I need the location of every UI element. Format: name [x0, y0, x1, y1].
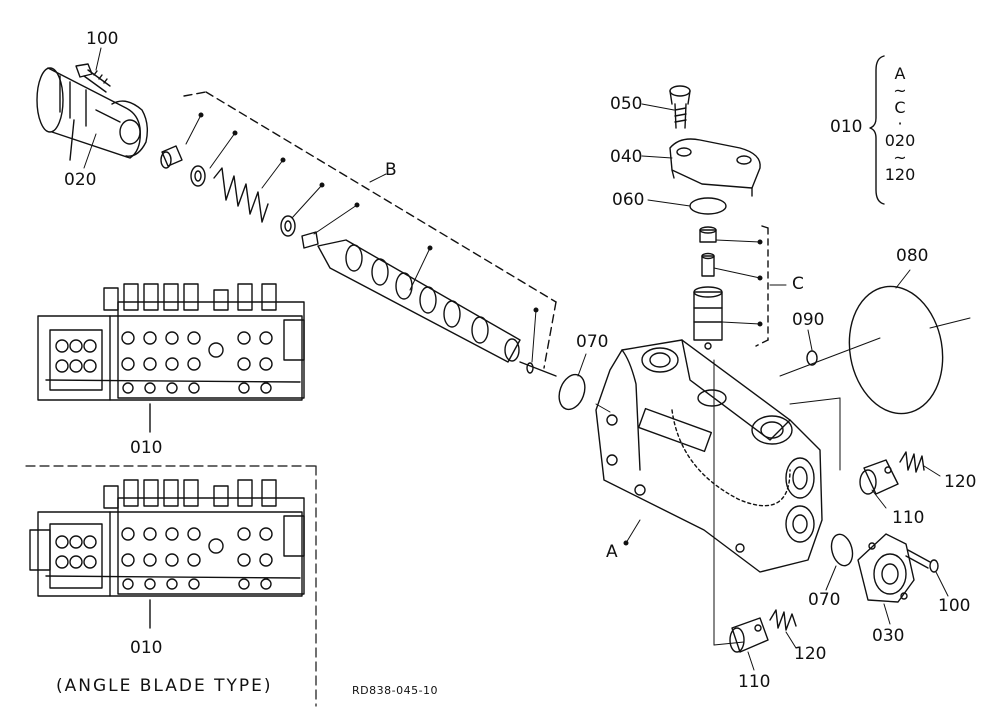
legend-line: ·	[897, 114, 903, 134]
part-label-010-upper: 010	[130, 438, 163, 458]
valve-assembly-view-upper	[37, 283, 305, 433]
part-label-100-right: 100	[938, 596, 971, 616]
part-label-050: 050	[610, 94, 643, 114]
legend-brace	[869, 55, 885, 205]
part-label-110-upper: 110	[892, 508, 925, 528]
part-label-040: 040	[610, 147, 643, 167]
part-label-060: 060	[612, 190, 645, 210]
legend-line: 020	[884, 131, 916, 151]
legend-line: A	[894, 64, 906, 83]
angle-blade-frame	[25, 465, 317, 707]
legend-stack: A ~ C · 020 ~ 120	[880, 64, 920, 184]
legend-line: ~	[893, 147, 907, 167]
part-label-120-upper: 120	[944, 472, 977, 492]
oring-090	[806, 350, 818, 366]
bracket-b	[183, 91, 557, 369]
drawing-code: RD838-045-10	[352, 684, 439, 697]
oring-080	[848, 285, 944, 415]
spring-120-lower	[769, 609, 797, 631]
cover-020	[36, 67, 149, 161]
bracket-c	[755, 225, 769, 347]
part-label-090: 090	[792, 310, 825, 330]
part-label-070-lower: 070	[808, 590, 841, 610]
group-label-c: C	[792, 274, 804, 294]
spring-120-upper	[899, 451, 925, 473]
body-leaders	[595, 317, 971, 646]
part-label-080: 080	[896, 246, 929, 266]
group-label-b: B	[385, 160, 397, 180]
cover-030	[857, 533, 915, 603]
part-label-070-upper: 070	[576, 332, 609, 352]
part-label-110-lower: 110	[738, 672, 771, 692]
part-label-030: 030	[872, 626, 905, 646]
oring-060	[689, 197, 727, 215]
part-label-010-lower: 010	[130, 638, 163, 658]
legend-line: 120	[884, 164, 916, 184]
poppet-110-upper	[859, 459, 899, 495]
legend-line: C	[894, 97, 906, 117]
legend-label: 010	[830, 117, 863, 137]
c-components	[693, 226, 723, 350]
part-label-100-top: 100	[86, 29, 119, 49]
label-leaders	[83, 47, 949, 671]
group-label-a: A	[606, 542, 618, 562]
oring-070-lower	[830, 533, 854, 567]
bolt-100-top	[75, 63, 111, 93]
poppet-110-lower	[729, 617, 769, 653]
oring-070-upper	[558, 373, 586, 411]
valve-assembly-view-lower	[29, 479, 305, 629]
spool-assembly-b	[160, 145, 557, 377]
bracket-b-leaders	[185, 112, 539, 363]
bolt-100-right	[905, 549, 939, 573]
part-label-120-lower: 120	[794, 644, 827, 664]
bracket-c-leaders	[713, 239, 787, 327]
bolt-050	[669, 85, 691, 129]
angle-blade-caption: (ANGLE BLADE TYPE)	[56, 676, 273, 696]
part-label-020: 020	[64, 170, 97, 190]
valve-body-a	[595, 339, 823, 573]
legend-line: ~	[893, 80, 907, 100]
plate-040	[669, 138, 761, 197]
